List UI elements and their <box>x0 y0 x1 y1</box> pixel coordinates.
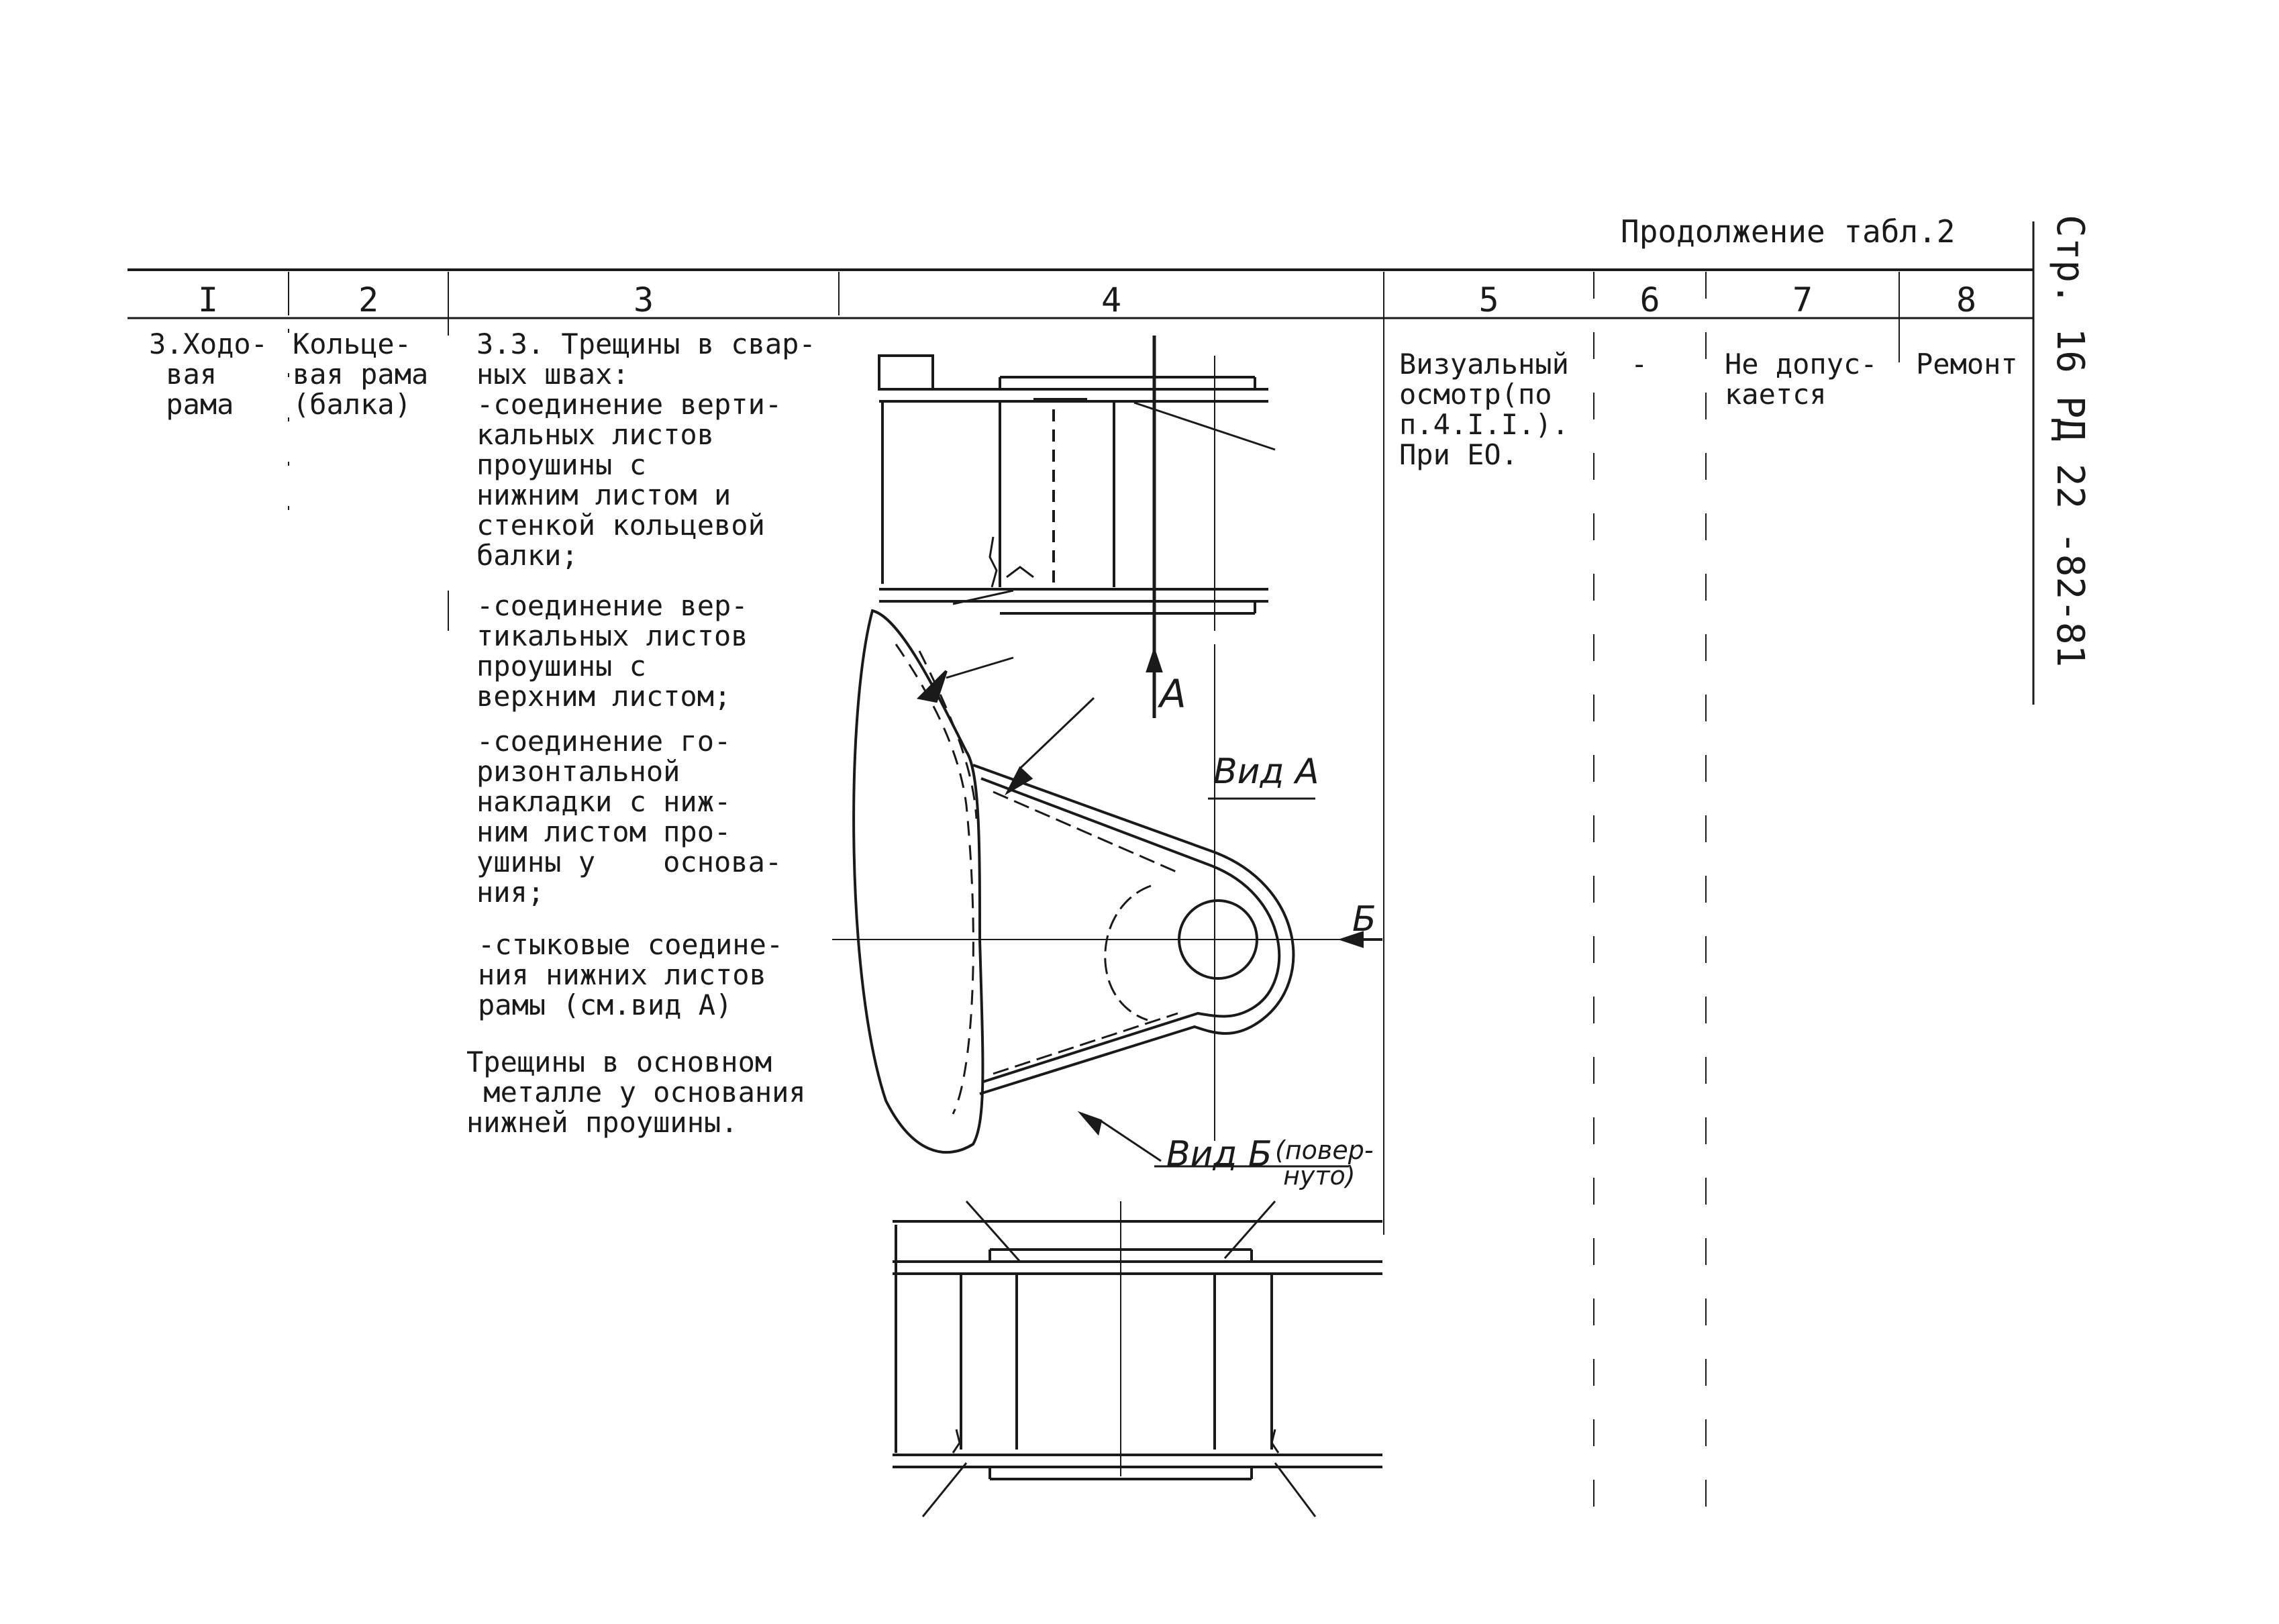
column-header-4: 4 <box>1101 281 1122 319</box>
cell-action: Ремонт <box>1916 348 2018 380</box>
column-header-8: 8 <box>1956 281 1977 319</box>
arrow-a-label: A <box>1160 671 1186 717</box>
cell-component: Кольце- вая рама (балка) <box>293 327 429 421</box>
cell-defect-butt: -стыковые соедине- ния нижних листов рам… <box>478 928 784 1021</box>
cell-defect-horizontal: -соединение го- ризонтальной накладки с … <box>476 725 782 909</box>
column-header-6: 6 <box>1639 281 1660 319</box>
arrow-b-label: Б <box>1352 899 1376 940</box>
view-b-section <box>893 1201 1382 1517</box>
view-a-label: Вид А <box>1213 752 1319 792</box>
view-b-note: (повер- нуто) <box>1275 1135 1374 1190</box>
cell-col6: - <box>1631 348 1648 380</box>
view-b-label: Вид Б <box>1166 1134 1272 1174</box>
cell-permissibility: Не допус- кается <box>1725 348 1878 411</box>
plan-view <box>832 336 1382 1168</box>
column-header-1: I <box>197 281 219 319</box>
column-header-3: 3 <box>633 281 654 319</box>
table-continuation-caption: Продолжение табл.2 <box>1621 213 1956 250</box>
column-header-5: 5 <box>1478 281 1499 319</box>
cell-defect-base-metal: Трещины в основном металле у основания н… <box>466 1046 806 1139</box>
section-view-top <box>878 354 1276 631</box>
technical-drawing <box>832 336 1382 1517</box>
cell-defect-welds: 3.3. Трещины в свар- ных швах: -соединен… <box>476 327 816 572</box>
cell-inspection-method: Визуальный осмотр(по п.4.I.I.). При ЕО. <box>1399 348 1569 471</box>
column-header-7: 7 <box>1792 281 1813 319</box>
cell-unit: 3.Ходо- вая рама <box>149 327 268 421</box>
column-header-2: 2 <box>358 281 379 319</box>
cell-defect-upper: -соединение вер- тикальных листов проуши… <box>476 589 748 713</box>
